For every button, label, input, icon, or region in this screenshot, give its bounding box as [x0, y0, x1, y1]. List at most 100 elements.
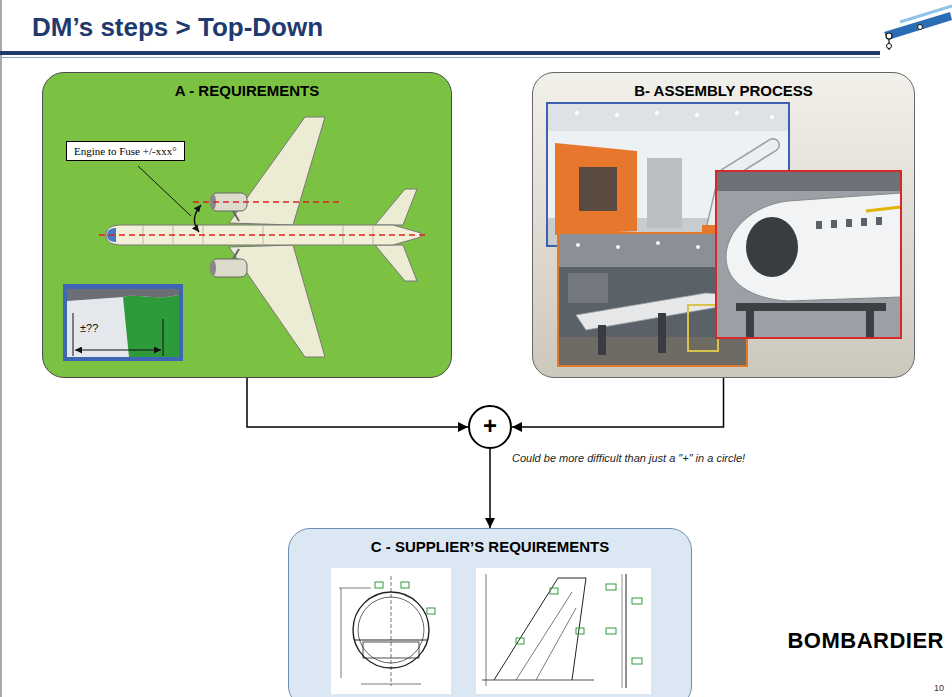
tolerance-value: ±??	[78, 322, 100, 334]
tail-drawing-part	[606, 584, 642, 664]
robot-cell-photo-part	[579, 167, 617, 211]
fuselage-photo-part	[866, 207, 901, 211]
slide-border	[1, 0, 2, 697]
aircraft-top-view-part	[210, 260, 216, 276]
aircraft-top-view-part	[233, 211, 239, 221]
section-drawing	[331, 568, 451, 694]
fuselage-photo-part	[716, 171, 901, 338]
fuselage-photo-part-part	[816, 221, 822, 229]
flow-arrow	[489, 449, 491, 528]
tail-drawing-part	[494, 578, 586, 680]
fuselage-photo-part-part	[831, 220, 837, 228]
title-rule	[0, 51, 880, 55]
assembly-hall-photo-part	[658, 313, 666, 353]
corner-logo-part	[887, 44, 892, 49]
operator-symbol: +	[483, 405, 497, 447]
slide-title: DM’s steps > Top-Down	[32, 12, 323, 43]
tolerance-inset	[63, 284, 183, 361]
tail-drawing	[476, 568, 651, 694]
assembly-hall-photo-part	[576, 241, 735, 249]
aircraft-top-view-part	[233, 249, 239, 259]
tail-drawing-part	[516, 592, 572, 680]
tail-drawing-part-part	[550, 588, 558, 594]
requirements-panel: A - REQUIREMENTS Engine to Fuse +/-xxx°	[42, 72, 452, 378]
fuselage-photo-part	[746, 311, 754, 338]
title-rule-thin	[0, 57, 880, 58]
panel-heading: A - REQUIREMENTS	[175, 73, 319, 99]
tail-drawing-part-part	[632, 598, 642, 604]
tolerance-inset-part	[67, 289, 179, 301]
tail-drawing-part	[626, 574, 627, 688]
robot-cell-photo-part-part	[695, 113, 699, 117]
aircraft-top-view-part	[143, 226, 373, 244]
callout-text: Engine to Fuse +/-xxx°	[74, 145, 177, 157]
section-drawing-part-part	[375, 582, 383, 588]
fuselage-photo-part-part	[876, 217, 882, 225]
assembly-photos	[533, 73, 916, 379]
fuselage-photo	[716, 171, 901, 338]
robot-cell-photo-part-part	[575, 111, 579, 115]
tail-drawing-part	[476, 568, 651, 694]
section-drawing-part	[361, 684, 421, 685]
robot-cell-photo-part	[547, 103, 789, 131]
aircraft-top-view-part	[211, 259, 247, 277]
fuselage-photo-part-part	[846, 219, 852, 227]
robot-cell-photo-part-part	[655, 111, 659, 115]
flow-arrow	[247, 378, 468, 427]
assembly-process-panel: B- ASSEMBLY PROCESS	[532, 72, 915, 378]
tail-drawing-part	[482, 680, 594, 681]
tolerance-inset-part	[123, 295, 179, 357]
tail-drawing-part-part	[516, 638, 524, 644]
assembly-hall-photo-part-part	[616, 245, 620, 249]
tolerance-inset-part	[67, 289, 179, 357]
assembly-hall-photo-part	[688, 305, 718, 351]
aircraft-top-view-part	[375, 189, 417, 225]
note-text: Could be more difficult than just a "+" …	[512, 452, 745, 464]
assembly-hall-photo-part-part	[696, 245, 700, 249]
fuselage-photo-part	[716, 171, 901, 191]
fuselage-photo-part	[866, 311, 874, 338]
tolerance-inset-part	[163, 319, 164, 356]
fuselage-photo-part	[716, 171, 901, 338]
robot-cell-photo-part	[575, 111, 774, 119]
tail-drawing-part-part	[606, 584, 616, 590]
fuselage-photo-part	[816, 217, 882, 229]
assembly-hall-photo-part	[568, 273, 608, 303]
assembly-hall-photo-part	[598, 325, 606, 355]
section-drawing-part-part	[401, 582, 409, 588]
aircraft-top-view-part	[375, 245, 417, 281]
sum-circle: +	[468, 405, 512, 449]
tail-drawing-part	[622, 574, 623, 688]
corner-logo-part	[886, 33, 892, 39]
panel-heading: C - SUPPLIER’S REQUIREMENTS	[371, 529, 609, 555]
page-number: 10	[934, 683, 944, 693]
fuselage-photo-part	[726, 193, 901, 301]
section-drawing-part	[339, 588, 371, 589]
robot-cell-photo-part-part	[615, 113, 619, 117]
tolerance-inset-part	[63, 284, 183, 361]
section-drawing-part	[331, 568, 451, 694]
assembly-hall-photo-part-part	[576, 243, 580, 247]
tail-drawing-part	[486, 574, 487, 686]
fuselage-centerline	[99, 234, 429, 236]
robot-cell-photo-part-part	[770, 115, 774, 119]
flow-arrow	[512, 378, 724, 427]
tolerance-inset-part	[73, 313, 74, 356]
fuselage-photo-part	[746, 217, 798, 277]
robot-cell-photo-part-part	[735, 111, 739, 115]
section-drawing-part	[391, 576, 392, 686]
corner-logo	[884, 6, 952, 50]
aircraft-illustration	[43, 73, 453, 379]
tail-drawing-part	[516, 588, 584, 644]
company-logo: BOMBARDIER	[787, 628, 944, 654]
fuselage-photo-part-part	[861, 218, 867, 226]
callout-box: Engine to Fuse +/-xxx°	[66, 141, 185, 161]
robot-cell-photo-part	[647, 158, 682, 228]
corner-logo-part	[900, 6, 952, 22]
tail-drawing-part	[536, 608, 576, 680]
tail-drawing-part-part	[606, 628, 616, 634]
section-drawing-part	[375, 582, 435, 614]
section-drawing-part-part	[427, 608, 435, 614]
